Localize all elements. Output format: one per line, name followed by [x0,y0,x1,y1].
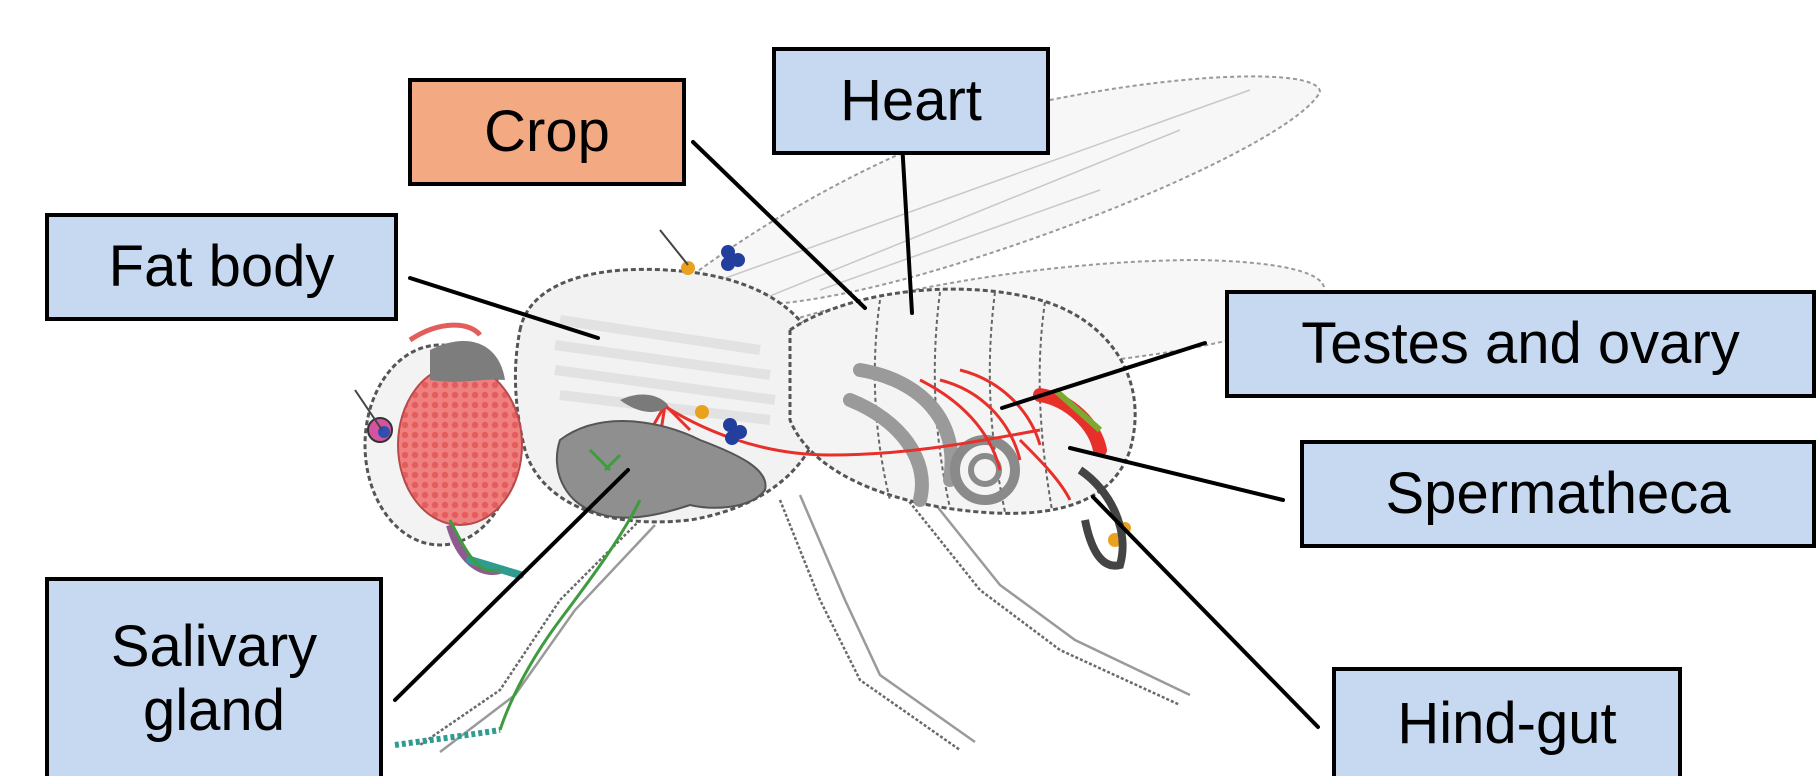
label-hind-gut-text: Hind-gut [1397,692,1616,756]
label-testes-ovary-text: Testes and ovary [1301,312,1739,376]
brain [430,341,505,382]
label-fat-body-text: Fat body [109,235,335,299]
label-spermatheca: Spermatheca [1300,440,1816,548]
label-heart: Heart [772,47,1050,155]
label-hind-gut: Hind-gut [1332,667,1682,776]
label-testes-ovary: Testes and ovary [1225,290,1816,398]
label-salivary-line2: gland [143,679,285,743]
compound-eye [398,365,522,525]
label-salivary-line1: Salivary [111,615,317,679]
label-crop: Crop [408,78,686,186]
label-heart-text: Heart [840,69,982,133]
label-spermatheca-text: Spermatheca [1386,462,1731,526]
abdomen [790,289,1135,513]
connector-hind-gut [1093,497,1318,727]
label-crop-text: Crop [484,100,610,164]
fly-legs [420,485,1190,752]
label-fat-body: Fat body [45,213,398,321]
label-salivary-gland: Salivary gland [45,577,383,776]
